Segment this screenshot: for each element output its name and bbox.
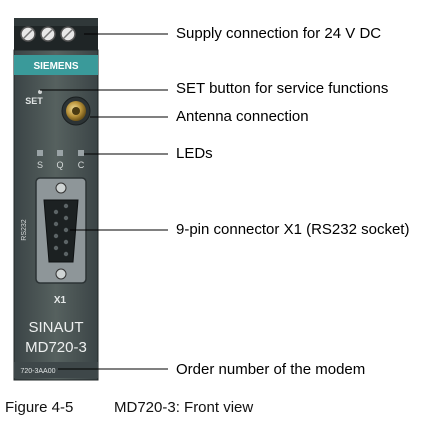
- product-line2: MD720-3: [25, 339, 87, 356]
- callout-antenna: Antenna connection: [176, 108, 309, 125]
- brand-bar: [14, 55, 98, 75]
- antenna-connector: [61, 96, 91, 126]
- figure-title: MD720-3: Front view: [114, 399, 254, 416]
- set-label: SET: [25, 96, 43, 106]
- callout-supply: Supply connection for 24 V DC: [176, 25, 382, 42]
- callout-order-number: Order number of the modem: [176, 361, 366, 378]
- led-label-s: S: [37, 160, 43, 170]
- product-line1: SINAUT: [28, 319, 83, 336]
- callout-set-button: SET button for service functions: [176, 80, 389, 97]
- rs232-label: RS232: [21, 219, 28, 241]
- brand-text: SIEMENS: [33, 61, 78, 72]
- order-number-strip: [14, 362, 98, 378]
- supply-terminal-block: [14, 18, 98, 52]
- led-label-c: C: [78, 160, 85, 170]
- led-s: [37, 150, 43, 156]
- led-c: [78, 150, 84, 156]
- callout-leds: LEDs: [176, 145, 213, 162]
- x1-label: X1: [54, 295, 67, 306]
- set-button: [38, 90, 42, 94]
- db9-connector: [35, 177, 87, 284]
- led-label-q: Q: [56, 160, 63, 170]
- callout-lines: [40, 33, 168, 370]
- callout-connector: 9-pin connector X1 (RS232 socket): [176, 221, 410, 238]
- led-q: [57, 150, 63, 156]
- figure-number: Figure 4-5: [5, 399, 74, 416]
- order-number-text: 720-3AA00: [20, 368, 55, 375]
